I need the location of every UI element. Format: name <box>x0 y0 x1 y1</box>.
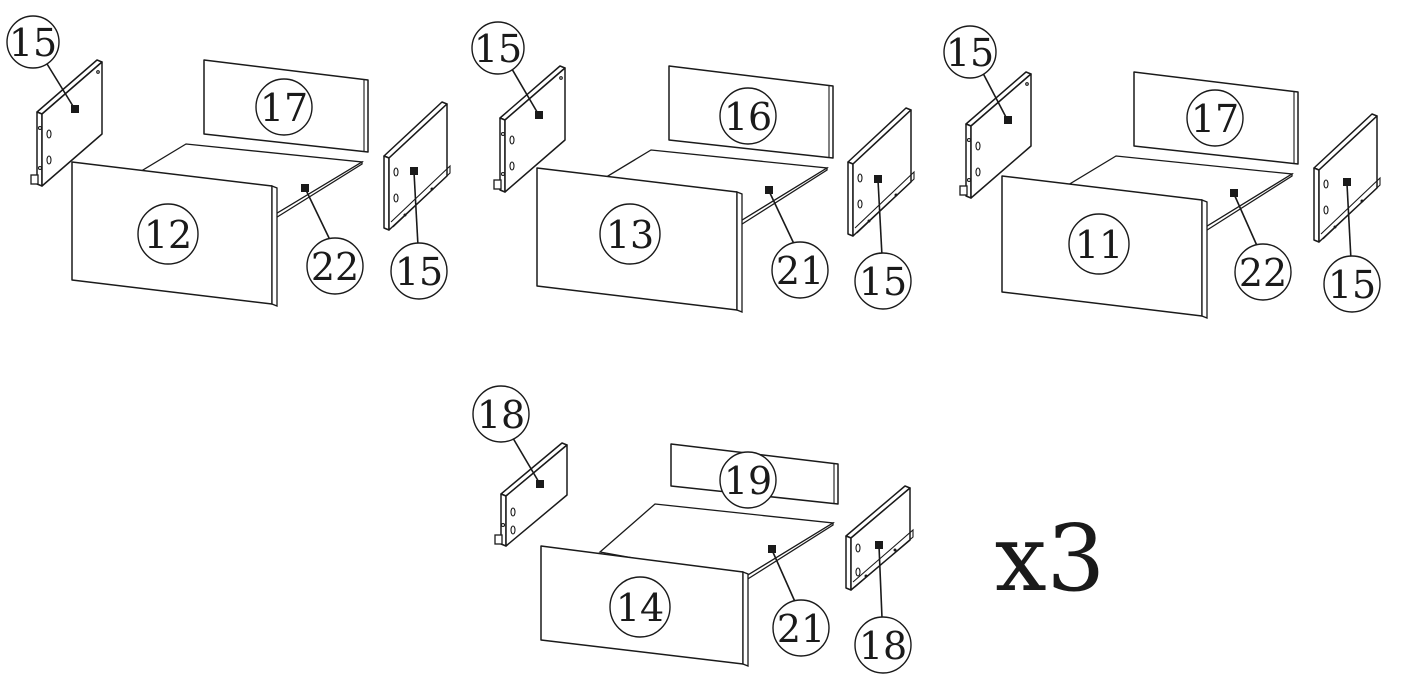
callout-left-side: 18 <box>472 385 544 488</box>
callout-left-side: 15 <box>471 21 543 119</box>
callout-right-side: 18 <box>854 541 912 674</box>
drawer-2: 15 16 13 21 15 <box>471 21 915 313</box>
callout-left-side: 15 <box>6 15 79 113</box>
callout-left-side-number: 15 <box>9 21 57 65</box>
callout-right-side-number: 15 <box>1328 263 1376 307</box>
callout-bottom-board-number: 22 <box>311 245 359 289</box>
callout-right-side-number: 18 <box>859 624 907 668</box>
callout-right-side: 15 <box>1323 178 1381 313</box>
callout-back-panel: 17 <box>1186 89 1244 147</box>
callout-back-panel: 16 <box>719 87 777 145</box>
callout-left-side: 15 <box>943 25 1012 124</box>
right-side-panel <box>383 101 451 231</box>
callout-left-side-number: 18 <box>477 393 525 437</box>
right-side-panel <box>845 485 914 591</box>
callout-bottom-board: 21 <box>765 186 829 299</box>
callout-back-panel-number: 19 <box>724 459 772 503</box>
left-side-panel <box>30 59 103 187</box>
callout-front-panel-number: 13 <box>606 213 654 257</box>
callout-back-panel-number: 16 <box>724 95 772 139</box>
left-side-panel <box>959 71 1032 199</box>
callout-left-side-number: 15 <box>946 31 994 75</box>
callout-front-panel: 14 <box>609 576 671 638</box>
callout-back-panel-number: 17 <box>1191 97 1239 141</box>
callout-right-side: 15 <box>390 167 448 300</box>
quantity-label: x3 <box>995 505 1105 612</box>
callout-bottom-board-number: 21 <box>777 607 825 651</box>
callout-bottom-board-number: 22 <box>1239 251 1287 295</box>
callout-bottom-board: 21 <box>768 545 830 657</box>
callout-front-panel: 11 <box>1068 213 1130 275</box>
drawer-1: 15 17 12 22 15 <box>6 15 451 307</box>
callout-back-panel: 17 <box>255 78 313 136</box>
callout-right-side: 15 <box>854 175 912 310</box>
callout-back-panel: 19 <box>719 451 777 509</box>
left-side-panel <box>494 442 568 547</box>
left-side-panel <box>493 65 566 193</box>
callout-front-panel-number: 12 <box>144 213 192 257</box>
callout-bottom-board: 22 <box>301 184 364 295</box>
right-side-panel <box>847 107 915 237</box>
callout-bottom-board: 22 <box>1230 189 1292 301</box>
callout-front-panel-number: 11 <box>1075 223 1123 267</box>
callout-right-side-number: 15 <box>859 260 907 304</box>
callout-front-panel-number: 14 <box>616 586 664 630</box>
callout-back-panel-number: 17 <box>260 86 308 130</box>
callout-front-panel: 13 <box>599 203 661 265</box>
callout-left-side-number: 15 <box>474 27 522 71</box>
callout-bottom-board-number: 21 <box>776 249 824 293</box>
drawer-3: 15 17 11 22 15 <box>943 25 1381 319</box>
drawer-4: 18 19 14 21 18 <box>472 385 914 674</box>
callout-right-side-number: 15 <box>395 250 443 294</box>
callout-front-panel: 12 <box>137 203 199 265</box>
